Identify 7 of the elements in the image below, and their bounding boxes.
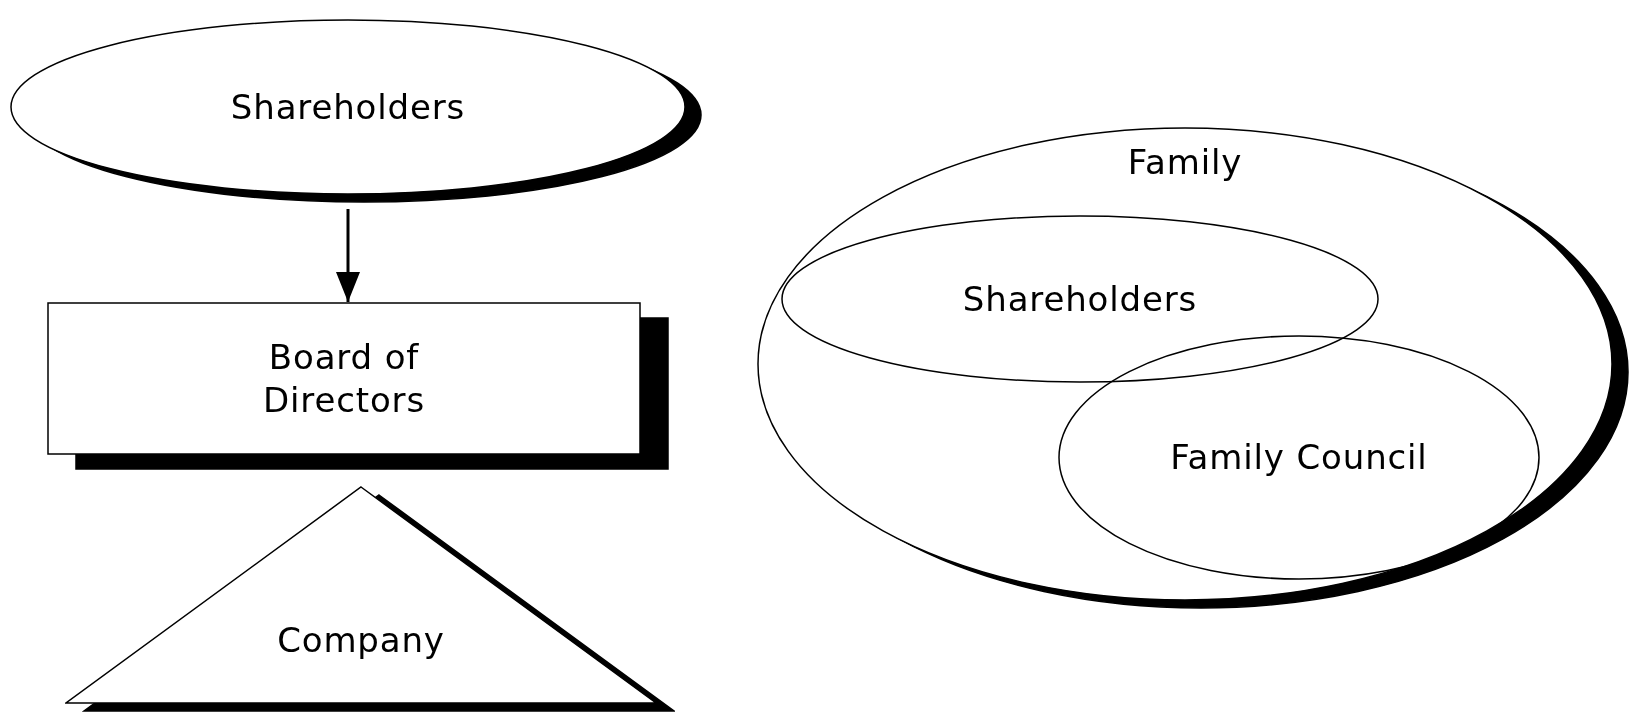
node-label: Shareholders: [962, 277, 1198, 321]
node-label: Board of Directors: [262, 336, 426, 421]
node-label: Family Council: [1170, 436, 1428, 479]
arrow: [336, 209, 360, 302]
node-label: Shareholders: [230, 85, 466, 129]
node-label: Family: [1127, 141, 1243, 184]
node-label: Company: [277, 618, 445, 662]
